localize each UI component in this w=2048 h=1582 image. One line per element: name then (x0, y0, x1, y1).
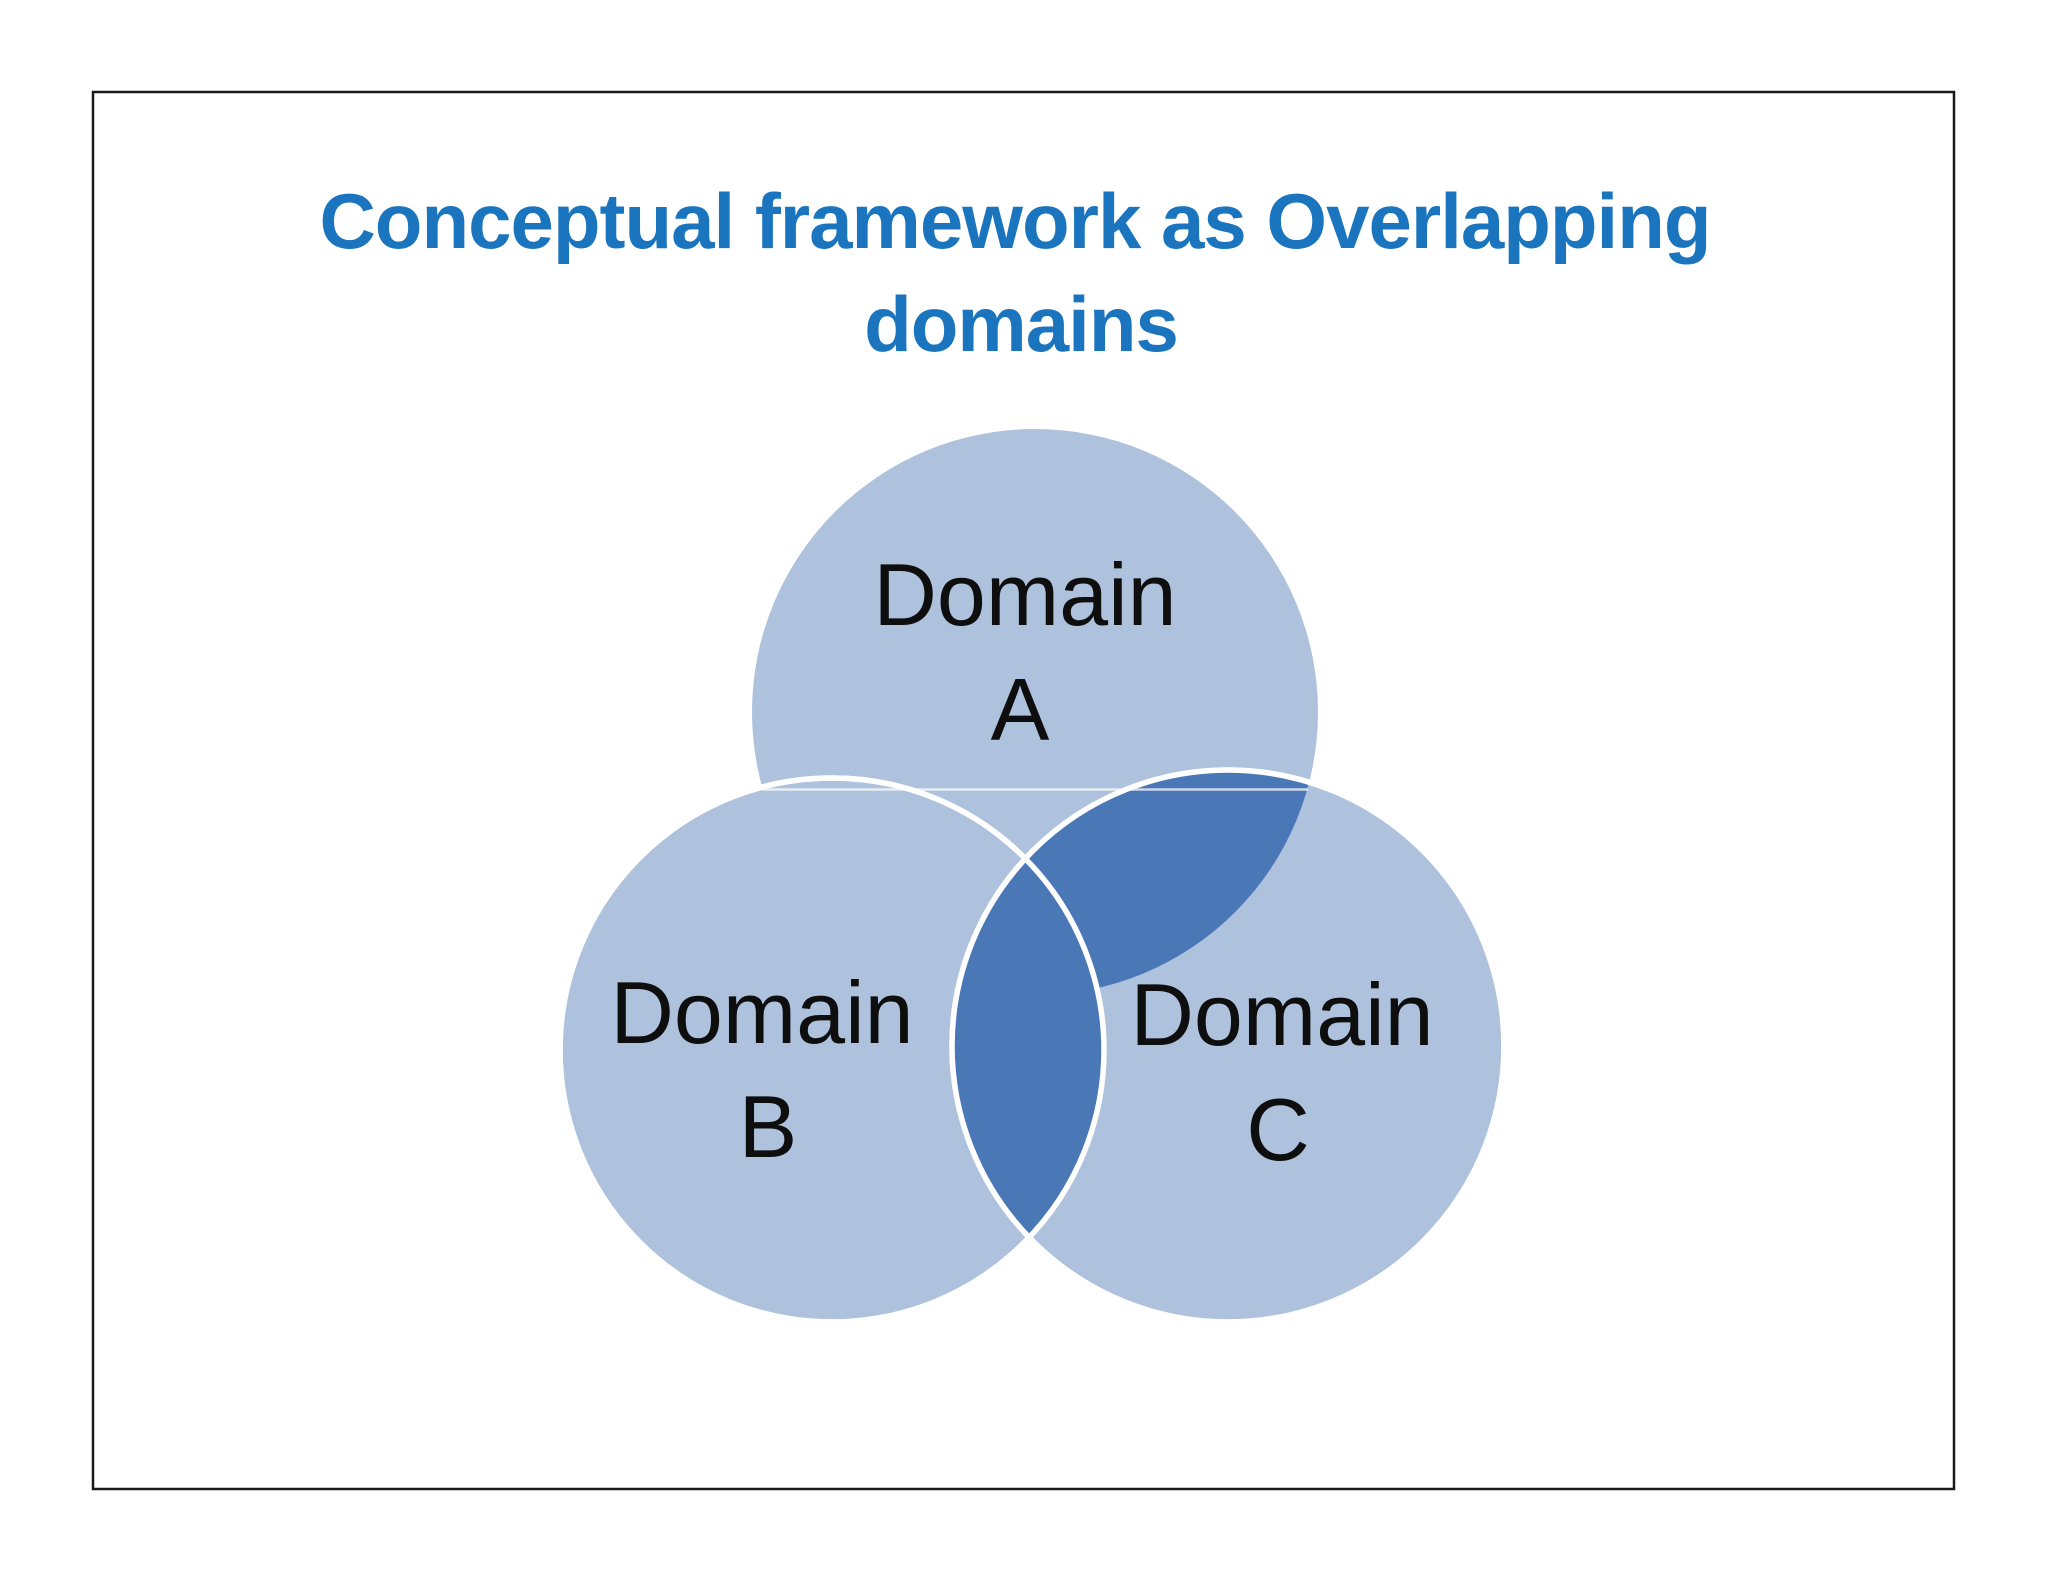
label-domain-b-word: Domain (610, 963, 913, 1062)
label-domain-c-word: Domain (1130, 965, 1433, 1064)
label-domain-a-letter: A (991, 660, 1050, 759)
label-domain-b-letter: B (739, 1077, 798, 1176)
slide-title-line2: domains (864, 280, 1178, 368)
overlap-c-with-a (952, 770, 1318, 995)
slide-title-line1: Conceptual framework as Overlapping (319, 177, 1710, 265)
circle-b-outline (557, 775, 1107, 1325)
slide-border (91, 90, 1956, 1491)
label-domain-a-word: Domain (873, 545, 1176, 644)
circle-labels: Domain A Domain B Domain C (610, 545, 1433, 1179)
circle-c-outline (949, 767, 1507, 1325)
venn-diagram: Domain A Domain B Domain C (557, 429, 1507, 1325)
label-domain-c-letter: C (1246, 1080, 1310, 1179)
